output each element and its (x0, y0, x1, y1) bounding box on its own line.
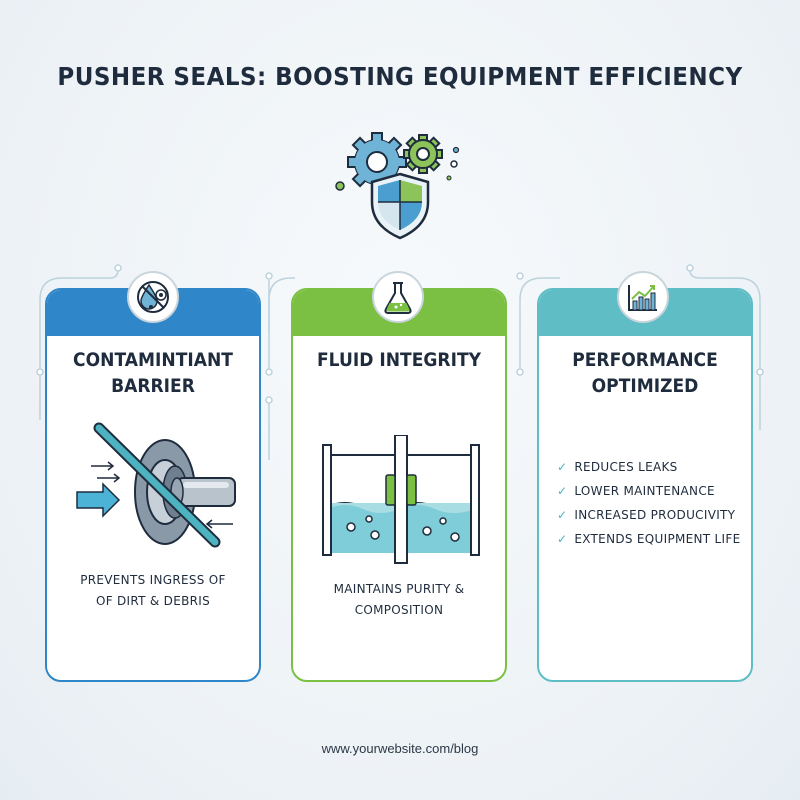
card-text-line2: OF DIRT & DEBRIS (95, 594, 211, 608)
card-title-line1: FLUID INTEGRITY (317, 349, 481, 371)
check-icon: ✓ (557, 460, 568, 474)
fluid-tank-illustration (322, 435, 480, 564)
card-performance-optimized: PERFORMANCE OPTIMIZED ✓ REDUCES LEAKS ✓ LO… (537, 288, 753, 682)
flask-icon (372, 271, 424, 323)
no-contaminant-icon (127, 271, 179, 323)
list-item: ✓ REDUCES LEAKS (557, 455, 740, 479)
benefits-list: ✓ REDUCES LEAKS ✓ LOWER MAINTENANCE ✓ INCRE… (557, 455, 740, 551)
check-icon: ✓ (557, 532, 568, 546)
benefit-label: EXTENDS EQUIPMENT LIFE (574, 532, 741, 546)
card-contaminant-barrier: CONTAMINTIANT BARRIER PREVENTS INGRESS O… (45, 288, 261, 682)
check-icon: ✓ (557, 484, 568, 498)
benefit-label: INCREASED PRODUCIVITY (574, 508, 736, 522)
card-title-line2: OPTIMIZED (591, 375, 699, 397)
list-item: ✓ LOWER MAINTENANCE (557, 479, 740, 503)
seal-barrier-illustration (76, 422, 236, 548)
benefit-label: REDUCES LEAKS (574, 460, 678, 474)
card-text-line1: MAINTAINS PURITY & (333, 582, 465, 596)
page-title: PUSHER SEALS: BOOSTING EQUIPMENT EFFICIE… (57, 62, 743, 91)
card-fluid-integrity: FLUID INTEGRITY MAINTAINS PURITY & COMPO… (291, 288, 507, 682)
check-icon: ✓ (557, 508, 568, 522)
growth-chart-icon (617, 271, 669, 323)
list-item: ✓ EXTENDS EQUIPMENT LIFE (557, 527, 740, 551)
card-text-line2: COMPOSITION (354, 603, 444, 617)
footer-url[interactable]: www.yourwebsite.com/blog (321, 741, 479, 756)
gears-shield-icon (335, 132, 460, 240)
card-text-line1: PREVENTS INGRESS OF (80, 573, 226, 587)
list-item: ✓ INCREASED PRODUCIVITY (557, 503, 740, 527)
benefit-label: LOWER MAINTENANCE (574, 484, 715, 498)
card-title-line1: CONTAMINTIANT (73, 349, 233, 371)
card-title-line1: PERFORMANCE (572, 349, 718, 371)
card-title-line2: BARRIER (111, 375, 195, 397)
